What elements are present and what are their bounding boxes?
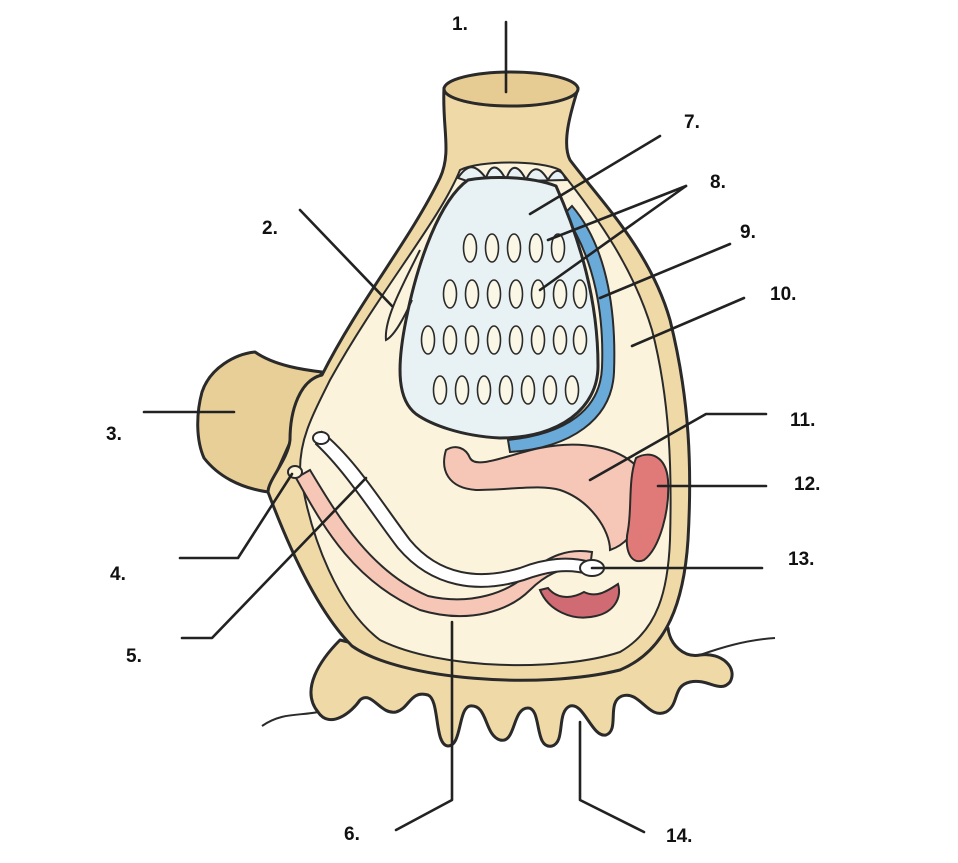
gill-slit xyxy=(486,279,502,309)
gonad xyxy=(625,453,670,563)
gill-slit xyxy=(550,233,566,263)
gill-slit xyxy=(552,325,568,355)
leader-6 xyxy=(394,620,454,832)
gill-slits xyxy=(420,233,588,405)
leader-5 xyxy=(180,476,368,640)
endostyle xyxy=(506,204,616,454)
gill-slit xyxy=(508,279,524,309)
label-10: 10. xyxy=(770,284,796,305)
gill-slit xyxy=(464,325,480,355)
atrial-cavity-wall xyxy=(384,249,421,342)
gill-slit xyxy=(552,279,568,309)
leader-10 xyxy=(630,296,746,348)
leader-8a xyxy=(546,184,688,242)
label-11: 11. xyxy=(790,410,815,431)
gill-slit xyxy=(454,375,470,405)
gill-slit xyxy=(506,233,522,263)
leader-lines xyxy=(142,20,768,834)
gill-slit xyxy=(476,375,492,405)
gill-slit xyxy=(542,375,558,405)
gill-slit xyxy=(530,279,546,309)
label-12: 12. xyxy=(794,474,820,495)
stolon-tendril-left xyxy=(261,711,319,727)
gill-slit xyxy=(508,325,524,355)
label-3: 3. xyxy=(106,424,122,445)
gill-slit xyxy=(530,325,546,355)
gill-slit xyxy=(442,325,458,355)
oral-siphon-rim xyxy=(442,70,580,108)
gill-slit xyxy=(572,279,588,309)
gill-slit xyxy=(572,325,588,355)
gill-slit xyxy=(486,325,502,355)
atrial-siphon xyxy=(196,350,324,494)
label-9: 9. xyxy=(740,222,756,243)
gill-slit xyxy=(462,233,478,263)
leader-7 xyxy=(528,134,662,216)
gill-slit xyxy=(432,375,448,405)
label-2: 2. xyxy=(262,218,278,239)
leader-8b xyxy=(538,184,688,292)
label-4: 4. xyxy=(110,564,126,585)
leader-2 xyxy=(298,208,394,308)
gill-slit xyxy=(520,375,536,405)
gill-slit xyxy=(498,375,514,405)
gill-slit xyxy=(442,279,458,309)
label-5: 5. xyxy=(126,646,142,667)
gill-slit xyxy=(484,233,500,263)
label-14: 14. xyxy=(666,826,692,847)
gill-slit xyxy=(420,325,436,355)
number-labels: 1. 2. 3. 4. 5. 6. 7. 8. 9. 10. 11. 12. 1… xyxy=(106,14,820,847)
label-6: 6. xyxy=(344,824,360,845)
leader-4 xyxy=(178,472,294,560)
gill-slit xyxy=(528,233,544,263)
label-8: 8. xyxy=(710,172,726,193)
leader-14 xyxy=(578,720,646,834)
stolon-tendril-right xyxy=(699,637,776,656)
label-13: 13. xyxy=(788,549,814,570)
gill-slit xyxy=(564,375,580,405)
label-7: 7. xyxy=(684,112,700,133)
testis-lobes xyxy=(538,582,620,619)
gill-slit xyxy=(464,279,480,309)
gonoduct-opening xyxy=(312,431,330,445)
leader-9 xyxy=(598,242,732,300)
label-1: 1. xyxy=(452,14,468,35)
leader-11 xyxy=(588,412,768,482)
